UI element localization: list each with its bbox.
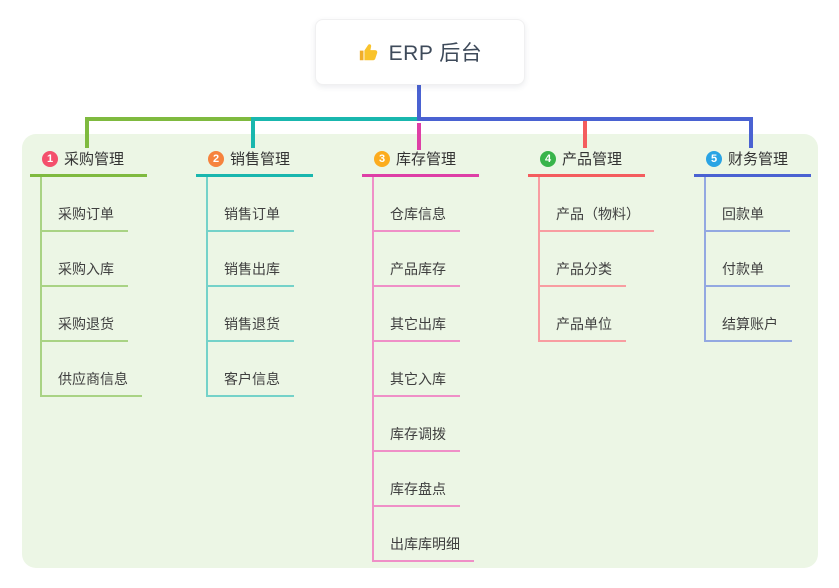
branch-label: 采购管理 — [64, 151, 125, 168]
child-node[interactable]: 客户信息 — [206, 342, 294, 397]
root-node[interactable]: ERP 后台 — [315, 19, 525, 85]
child-node[interactable]: 库存盘点 — [372, 452, 460, 507]
branch-header[interactable]: 3 库存管理 — [362, 148, 479, 177]
branch-trunk-line — [538, 177, 540, 342]
child-node[interactable]: 产品单位 — [538, 287, 626, 342]
child-node[interactable]: 库存调拨 — [372, 397, 460, 452]
branch-children: 销售订单销售出库销售退货客户信息 — [206, 177, 356, 397]
child-node[interactable]: 销售订单 — [206, 177, 294, 232]
child-node[interactable]: 出库库明细 — [372, 507, 474, 562]
branch-header[interactable]: 5 财务管理 — [694, 148, 811, 177]
branch-label: 财务管理 — [728, 151, 789, 168]
child-node[interactable]: 供应商信息 — [40, 342, 142, 397]
child-node[interactable]: 采购入库 — [40, 232, 128, 287]
branch-header[interactable]: 4 产品管理 — [528, 148, 645, 177]
child-node[interactable]: 其它出库 — [372, 287, 460, 342]
child-node[interactable]: 仓库信息 — [372, 177, 460, 232]
child-node[interactable]: 销售退货 — [206, 287, 294, 342]
child-node[interactable]: 产品（物料） — [538, 177, 654, 232]
branch-2: 2 销售管理销售订单销售出库销售退货客户信息 — [196, 148, 356, 397]
branch-number-badge: 1 — [42, 150, 58, 167]
child-node[interactable]: 其它入库 — [372, 342, 460, 397]
branch-1: 1 采购管理采购订单采购入库采购退货供应商信息 — [30, 148, 190, 397]
branch-number-badge: 3 — [374, 150, 390, 167]
branch-children: 产品（物料）产品分类产品单位 — [538, 177, 688, 342]
child-node[interactable]: 回款单 — [704, 177, 790, 232]
branch-header[interactable]: 1 采购管理 — [30, 148, 147, 177]
branch-label: 库存管理 — [396, 151, 457, 168]
branch-3: 3 库存管理仓库信息产品库存其它出库其它入库库存调拨库存盘点出库库明细 — [362, 148, 522, 562]
thumbs-up-icon — [358, 41, 380, 63]
branch-trunk-line — [40, 177, 42, 397]
branch-number-badge: 2 — [208, 150, 224, 167]
branch-label: 产品管理 — [562, 151, 623, 168]
branch-5: 5 财务管理回款单付款单结算账户 — [694, 148, 839, 342]
branch-4: 4 产品管理产品（物料）产品分类产品单位 — [528, 148, 688, 342]
branch-trunk-line — [372, 177, 374, 562]
child-node[interactable]: 结算账户 — [704, 287, 792, 342]
branch-children: 采购订单采购入库采购退货供应商信息 — [40, 177, 190, 397]
child-node[interactable]: 产品分类 — [538, 232, 626, 287]
branch-header[interactable]: 2 销售管理 — [196, 148, 313, 177]
branch-trunk-line — [206, 177, 208, 397]
branch-children: 仓库信息产品库存其它出库其它入库库存调拨库存盘点出库库明细 — [372, 177, 522, 562]
child-node[interactable]: 销售出库 — [206, 232, 294, 287]
child-node[interactable]: 采购退货 — [40, 287, 128, 342]
child-node[interactable]: 付款单 — [704, 232, 790, 287]
child-node[interactable]: 产品库存 — [372, 232, 460, 287]
branch-number-badge: 5 — [706, 150, 722, 167]
branches-panel — [22, 134, 818, 568]
branch-label: 销售管理 — [230, 151, 291, 168]
branch-trunk-line — [704, 177, 706, 342]
child-node[interactable]: 采购订单 — [40, 177, 128, 232]
root-label: ERP 后台 — [388, 42, 483, 65]
branch-number-badge: 4 — [540, 150, 556, 167]
branch-children: 回款单付款单结算账户 — [704, 177, 839, 342]
